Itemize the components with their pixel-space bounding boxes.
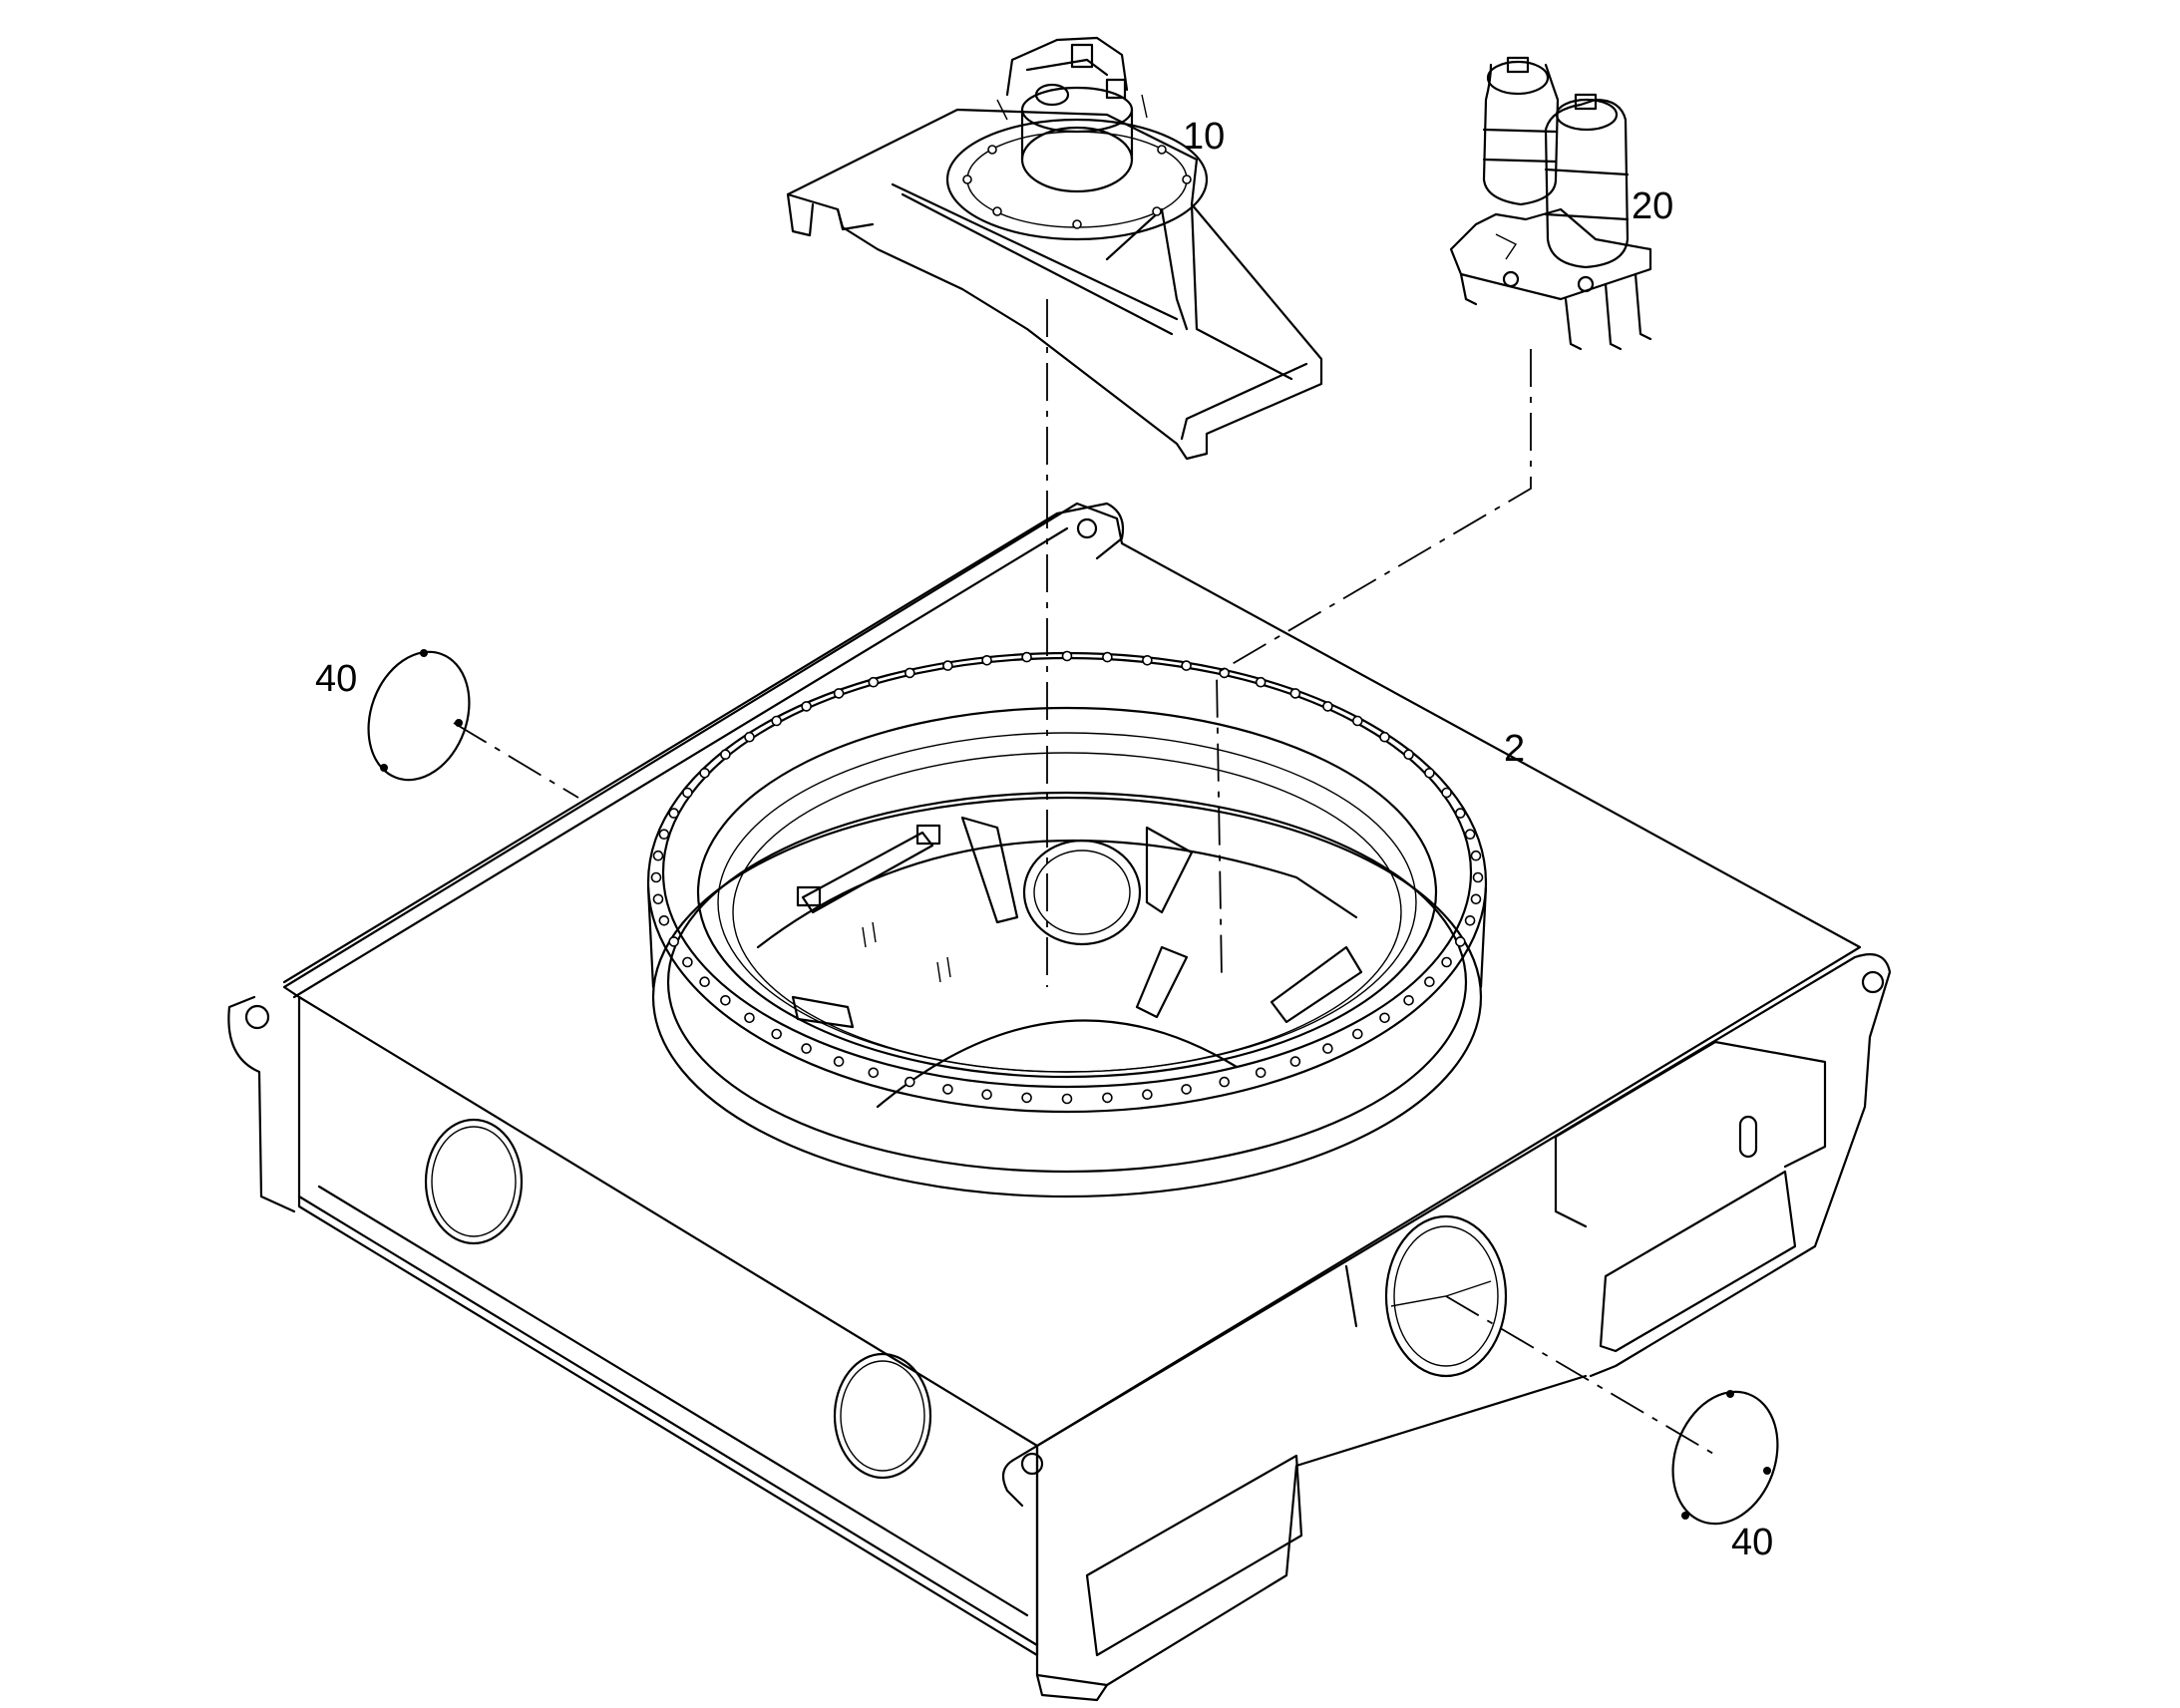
ring-bolt-hole [720, 994, 731, 1006]
ring-bolt-hole [1322, 701, 1333, 712]
ring-bolt-hole [1441, 956, 1452, 968]
ring-bolt-hole [682, 787, 693, 799]
yaw-drive-assembly [786, 36, 1323, 461]
ring-bolt-hole [1352, 1028, 1363, 1040]
ring-bolt-hole [801, 701, 812, 712]
ring-bolt-hole [1142, 654, 1153, 666]
ring-bolt-hole [1142, 1089, 1153, 1100]
ring-bolt-hole [658, 829, 670, 841]
ring-bolt-hole [1255, 676, 1267, 688]
ring-bolt-hole [1181, 660, 1192, 671]
ring-bolt-hole [720, 749, 731, 761]
ring-bolt-hole [652, 850, 664, 861]
ring-bolt-hole [668, 936, 680, 947]
ring-bolt-hole [1181, 1084, 1192, 1095]
ring-bolt-hole [682, 956, 693, 968]
ring-bolt-hole [1464, 829, 1476, 841]
ring-bolt-hole [699, 767, 710, 779]
ring-bolt-hole [942, 1084, 953, 1095]
cover-plate-left [367, 649, 471, 782]
callout-frame: 2 [1504, 728, 1526, 770]
ring-bolt-hole [1061, 650, 1073, 662]
ring-bolt-hole [1102, 651, 1113, 663]
ring-bolt-hole [1470, 893, 1482, 905]
ring-bolt-hole [771, 1028, 783, 1040]
ring-bolt-hole [1352, 715, 1363, 727]
ring-bolt-hole [868, 676, 880, 688]
ring-bolt-hole [1379, 731, 1390, 743]
ring-bolt-hole [981, 654, 992, 666]
ring-bolt-hole [1061, 1093, 1073, 1105]
ring-bolt-hole [658, 914, 670, 926]
ring-bolt-hole [1289, 1056, 1301, 1067]
ring-bolt-hole [1021, 651, 1032, 663]
ring-bolt-hole [1424, 976, 1435, 988]
ring-bolt-holes [650, 650, 1484, 1105]
ring-bolt-hole [1379, 1012, 1390, 1024]
callout-accumulator: 20 [1632, 185, 1674, 227]
ring-bolt-hole [1470, 850, 1482, 861]
callout-yaw-drive: 10 [1183, 116, 1226, 158]
ring-bolt-hole [868, 1067, 880, 1079]
ring-bolt-hole [1102, 1092, 1113, 1104]
ring-bolt-hole [1219, 1076, 1230, 1088]
cover-plate-right [1671, 1390, 1779, 1526]
ring-bolt-hole [744, 731, 755, 743]
ring-bolt-hole [1403, 994, 1414, 1006]
ring-bolt-hole [1021, 1092, 1032, 1104]
callout-cover-left: 40 [315, 658, 358, 700]
ring-bolt-hole [1403, 749, 1414, 761]
ring-bolt-hole [1464, 914, 1476, 926]
ring-bolt-hole [744, 1012, 755, 1024]
ring-bolt-hole [981, 1089, 992, 1100]
ring-bolt-hole [833, 1056, 845, 1067]
ring-bolt-hole [1472, 871, 1484, 883]
yaw-bearing-ring [646, 651, 1488, 1198]
ring-bolt-hole [801, 1043, 812, 1054]
ring-bolt-hole [1289, 688, 1301, 699]
ring-bolt-hole [771, 715, 783, 727]
ring-bolt-hole [942, 660, 953, 671]
ring-bolt-hole [833, 688, 845, 699]
ring-bolt-hole [1322, 1043, 1333, 1054]
ring-bolt-hole [904, 667, 915, 679]
ring-bolt-hole [1424, 767, 1435, 779]
ring-bolt-hole [650, 871, 662, 883]
ring-bolt-hole [652, 893, 664, 905]
main-frame [227, 502, 1892, 1702]
ring-bolt-hole [699, 976, 710, 988]
assembly-centerlines [453, 299, 1721, 1459]
ring-bolt-hole [668, 808, 680, 819]
accumulator-assembly [1449, 56, 1652, 351]
ring-bolt-hole [904, 1076, 915, 1088]
ring-bolt-hole [1441, 787, 1452, 799]
ring-bolt-hole [1255, 1067, 1267, 1079]
ring-bolt-hole [1455, 936, 1466, 947]
callout-cover-right: 40 [1731, 1522, 1774, 1563]
ring-bolt-hole [1455, 808, 1466, 819]
